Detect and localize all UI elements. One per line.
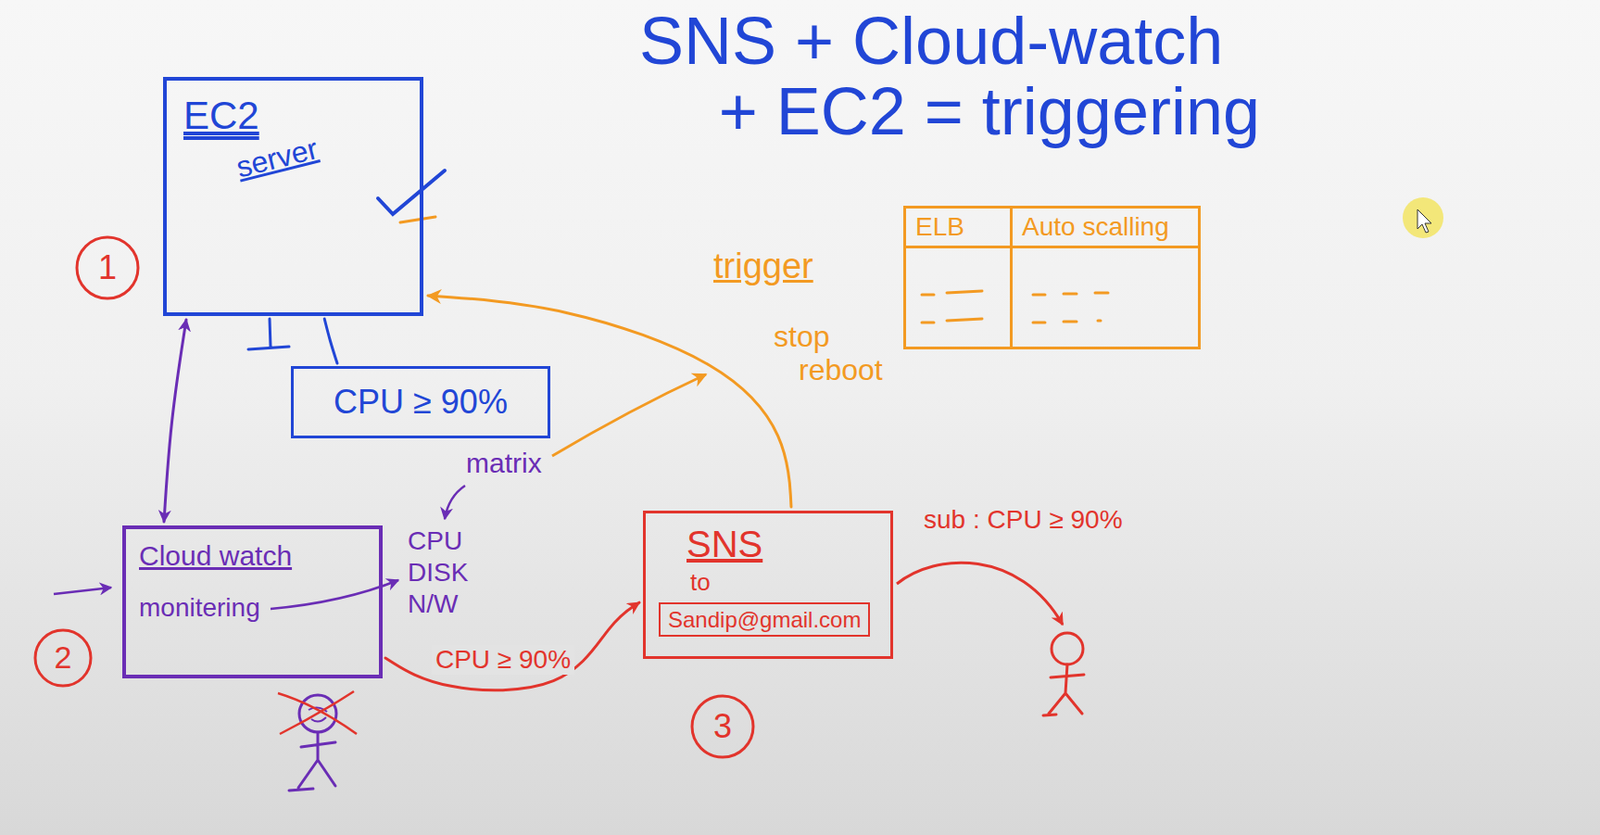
callout-circle — [692, 695, 754, 757]
figure-head — [1051, 632, 1084, 665]
connector-label: CPU ≥ 90% — [431, 644, 575, 675]
callout-number: 2 — [35, 629, 91, 686]
user-figure — [1043, 632, 1084, 716]
pointer-arrow — [552, 374, 706, 456]
server-box: EC2server — [163, 76, 424, 316]
email-box: Sandip@gmail.com — [658, 602, 870, 638]
cursor-highlight — [1402, 197, 1444, 239]
box-subtitle: server — [233, 131, 322, 185]
box-title: Cloud watch — [138, 540, 366, 573]
note-label: sub : CPU ≥ 90% — [923, 504, 1123, 535]
diagram-title: SNS + Cloud-watch + EC2 = triggering — [639, 5, 1260, 147]
callout-circle — [76, 237, 139, 299]
table-header: Auto scalling — [1012, 208, 1198, 249]
user-figure — [277, 691, 357, 791]
email-address: Sandip@gmail.com — [667, 606, 861, 633]
note-label: matrix — [466, 447, 542, 480]
callout-number: 1 — [79, 239, 136, 296]
box-title: EC2 — [183, 93, 404, 139]
service-table: ELBAuto scalling — [903, 205, 1201, 350]
connector-arrow — [324, 318, 338, 364]
metric-label: DISK — [407, 557, 468, 588]
callout-circle — [35, 629, 91, 686]
box-text: to — [690, 568, 878, 597]
action-label: stop — [773, 319, 830, 354]
metric-label: N/W — [407, 589, 458, 619]
action-label: reboot — [798, 352, 883, 388]
cross-out — [277, 691, 357, 734]
figure-body — [289, 731, 336, 791]
notification-box: SNStoSandip@gmail.com — [642, 510, 894, 659]
table-column: ELB — [906, 208, 1013, 347]
table-column: Auto scalling — [1012, 208, 1198, 347]
monitor-stand — [248, 318, 290, 350]
input-arrow — [53, 587, 112, 594]
monitoring-box: Cloud watch monitering — [122, 525, 383, 679]
metric-label: CPU — [407, 526, 463, 556]
pointer-arrow — [444, 485, 466, 519]
condition-text: CPU ≥ 90% — [333, 382, 508, 421]
action-label: trigger — [713, 246, 814, 288]
box-title: SNS — [686, 522, 878, 566]
callout-number: 3 — [694, 698, 751, 755]
check-mark — [377, 170, 445, 215]
notify-arrow — [896, 562, 1063, 625]
table-dashes — [921, 290, 1109, 323]
condition-box: CPU ≥ 90% — [290, 365, 551, 439]
tick-mark — [400, 216, 436, 223]
box-subtitle: monitering — [138, 592, 366, 623]
connector-arrow — [163, 319, 187, 522]
figure-body — [1043, 664, 1084, 716]
table-header: ELB — [906, 208, 1010, 249]
mouse-cursor — [1417, 209, 1432, 233]
